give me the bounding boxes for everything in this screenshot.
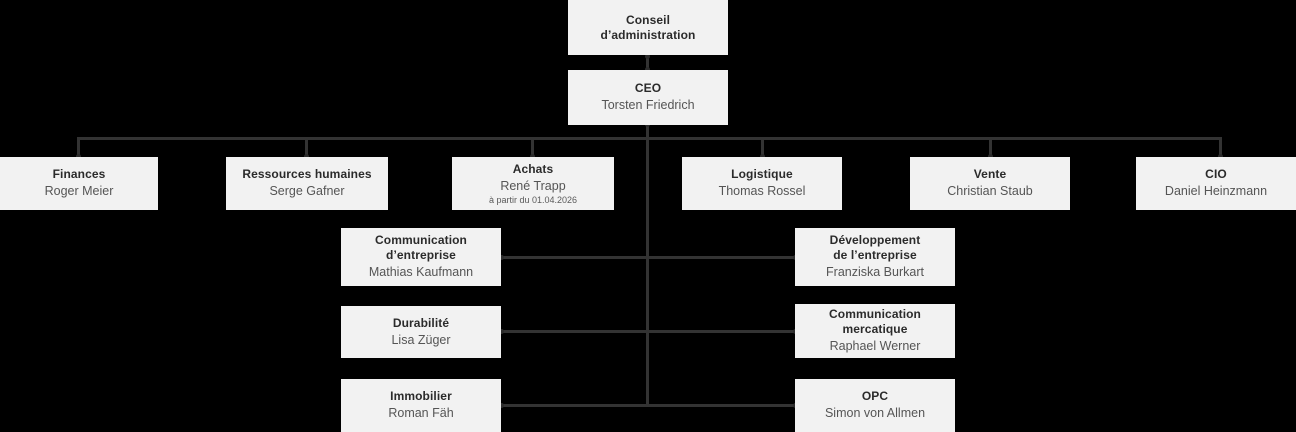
node-durabilite[interactable]: Durabilité Lisa Züger	[341, 306, 501, 358]
node-title: Conseil	[625, 12, 671, 27]
node-title: OPC	[861, 389, 889, 403]
connector-staff-row3-right	[646, 404, 796, 407]
node-title: Communication	[375, 233, 467, 247]
node-title: Achats	[512, 161, 554, 176]
node-title: Logistique	[731, 167, 793, 181]
node-logistique[interactable]: Logistique Thomas Rossel	[682, 157, 842, 210]
node-vente[interactable]: Vente Christian Staub	[910, 157, 1070, 210]
connector-dot-vente	[988, 154, 993, 159]
connector-bus-departments	[78, 137, 1222, 140]
node-note: à partir du 01.04.2026	[488, 194, 578, 205]
connector-board-to-ceo	[646, 56, 649, 71]
connector-dot-logistique	[760, 154, 765, 159]
connector-drop-logistique	[761, 137, 764, 158]
connector-staff-row3-left	[501, 404, 649, 407]
connector-drop-achats	[531, 137, 534, 158]
node-person: Roger Meier	[44, 184, 114, 198]
node-person: Daniel Heinzmann	[1164, 184, 1268, 198]
node-person: Christian Staub	[947, 184, 1033, 198]
node-title: Vente	[973, 167, 1007, 181]
node-communication-mercatique[interactable]: Communication mercatique Raphael Werner	[795, 304, 955, 358]
node-title: Développement	[829, 233, 921, 247]
node-person: Torsten Friedrich	[601, 98, 695, 112]
node-person: Raphael Werner	[829, 339, 921, 353]
connector-trunk-main	[646, 124, 649, 406]
connector-dot-comm-entreprise	[499, 255, 504, 260]
node-title: Ressources humaines	[242, 167, 372, 181]
node-ressources-humaines[interactable]: Ressources humaines Serge Gafner	[226, 157, 388, 210]
node-person: Thomas Rossel	[718, 184, 806, 198]
node-achats[interactable]: Achats René Trapp à partir du 01.04.2026	[452, 157, 614, 210]
connector-dot-rh	[304, 154, 309, 159]
node-developpement-entreprise[interactable]: Développement de l’entreprise Franziska …	[795, 228, 955, 286]
node-title-line2: mercatique	[842, 322, 908, 336]
node-title: CIO	[1205, 167, 1227, 181]
node-person: Franziska Burkart	[826, 265, 924, 279]
connector-dot-achats	[530, 154, 535, 159]
node-person: Roman Fäh	[388, 406, 454, 420]
connector-staff-row2-right	[646, 330, 796, 333]
node-title: Immobilier	[390, 389, 452, 403]
connector-staff-row2-left	[501, 330, 649, 333]
node-opc[interactable]: OPC Simon von Allmen	[795, 379, 955, 432]
node-cio[interactable]: CIO Daniel Heinzmann	[1136, 157, 1296, 210]
node-conseil-administration[interactable]: Conseil d’administration	[568, 0, 728, 55]
node-title: Finances	[52, 167, 106, 181]
connector-dot-durabilite	[499, 329, 504, 334]
connector-staff-row1-right	[646, 256, 796, 259]
node-person: Mathias Kaufmann	[368, 265, 474, 279]
node-immobilier[interactable]: Immobilier Roman Fäh	[341, 379, 501, 432]
connector-drop-vente	[989, 137, 992, 158]
connector-drop-finances	[77, 137, 80, 158]
node-finances[interactable]: Finances Roger Meier	[0, 157, 158, 210]
node-title: CEO	[634, 81, 662, 95]
connector-dot-finances	[76, 154, 81, 159]
node-person: Simon von Allmen	[824, 406, 926, 420]
node-ceo[interactable]: CEO Torsten Friedrich	[568, 70, 728, 125]
connector-dot-immobilier	[499, 403, 504, 408]
node-title-line2: d’entreprise	[386, 248, 456, 262]
node-person: Serge Gafner	[269, 184, 345, 198]
connector-dot-cio	[1218, 154, 1223, 159]
node-title-line2: d’administration	[600, 27, 696, 42]
connector-drop-cio	[1219, 137, 1222, 158]
connector-dot-board-bottom	[645, 54, 650, 59]
node-person: Lisa Züger	[391, 332, 451, 347]
node-title: Durabilité	[392, 315, 450, 330]
connector-staff-row1-left	[501, 256, 649, 259]
node-person: René Trapp	[500, 178, 566, 193]
connector-dot-ceo-top	[645, 67, 650, 72]
node-communication-entreprise[interactable]: Communication d’entreprise Mathias Kaufm…	[341, 228, 501, 286]
node-title: Communication	[829, 307, 921, 321]
node-title-line2: de l’entreprise	[833, 248, 917, 262]
connector-drop-rh	[305, 137, 308, 158]
